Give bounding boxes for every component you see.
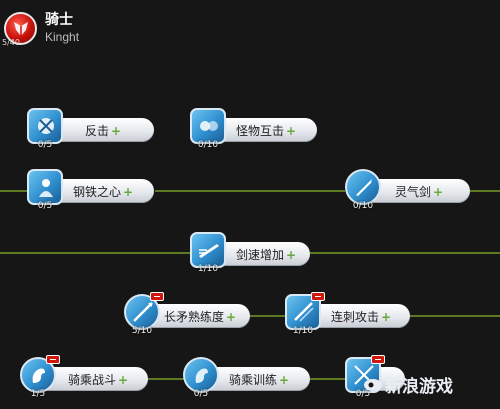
connector-line — [148, 378, 186, 380]
sina-logo-icon — [362, 372, 384, 394]
skill-pill: 反击+ — [45, 118, 154, 142]
skill-level: 1/10 — [292, 326, 314, 336]
learnable-badge-icon — [150, 292, 164, 301]
connector-line — [250, 315, 285, 317]
add-point-button[interactable]: + — [433, 185, 444, 199]
skill-sword-speed[interactable]: 剑速增加+ 1/10 — [190, 232, 310, 274]
skill-pill: 长矛熟练度+ — [142, 304, 250, 328]
connector-line — [410, 315, 500, 317]
spear-mastery-icon — [124, 294, 160, 330]
skill-spear-mastery[interactable]: 长矛熟练度+ 5/10 — [124, 292, 250, 336]
add-point-button[interactable]: + — [226, 310, 237, 324]
skill-level: 0/10 — [352, 201, 374, 211]
skill-pill: 钢铁之心+ — [45, 179, 154, 203]
counter-icon — [27, 108, 63, 144]
skill-pill: 灵气剑+ — [363, 179, 470, 203]
skill-iron-heart[interactable]: 钢铁之心+ 0/5 — [27, 169, 154, 211]
riding-training-icon — [183, 357, 219, 393]
class-subtitle: Kinght — [45, 30, 80, 44]
class-points: 5/40 — [2, 38, 20, 47]
iron-heart-icon — [27, 169, 63, 205]
skill-thrust-attack[interactable]: 连刺攻击+ 1/10 — [285, 292, 410, 336]
connector-line — [310, 252, 500, 254]
skill-level: 5/10 — [131, 326, 153, 336]
skill-riding-training[interactable]: 骑乘训练+ 0/5 — [183, 357, 310, 399]
learnable-badge-icon — [46, 355, 60, 364]
connector-line — [470, 190, 500, 192]
add-point-button[interactable]: + — [381, 310, 392, 324]
connector-line — [0, 190, 27, 192]
watermark-text: 新浪游戏 — [385, 377, 453, 397]
connector-line — [155, 190, 345, 192]
connector-line — [310, 378, 345, 380]
skill-pill: 骑乘战斗+ — [38, 367, 148, 391]
sword-speed-icon — [190, 232, 226, 268]
add-point-button[interactable]: + — [111, 124, 122, 138]
knight-emblem-icon — [4, 12, 37, 45]
skill-name: 骑乘战斗 — [68, 373, 117, 387]
skill-level: 1/5 — [30, 389, 46, 399]
skill-level: 0/5 — [37, 201, 53, 211]
add-point-button[interactable]: + — [286, 248, 297, 262]
connector-line — [0, 252, 190, 254]
skill-name: 钢铁之心 — [73, 185, 122, 199]
skill-pill: 骑乘训练+ — [201, 367, 310, 391]
learnable-badge-icon — [311, 292, 325, 301]
skill-name: 连刺攻击 — [331, 310, 380, 324]
add-point-button[interactable]: + — [279, 373, 290, 387]
class-header: 5/40 骑士 Kinght — [0, 0, 500, 58]
add-point-button[interactable]: + — [286, 124, 297, 138]
skill-level: 0/5 — [193, 389, 209, 399]
skill-mounted-combat[interactable]: 骑乘战斗+ 1/5 — [20, 355, 148, 399]
skill-counter[interactable]: 反击+ 0/5 — [27, 108, 154, 150]
skill-name: 怪物互击 — [236, 124, 285, 138]
monster-strike-icon — [190, 108, 226, 144]
skill-pill: 怪物互击+ — [208, 118, 317, 142]
class-title: 骑士 — [45, 12, 73, 28]
skill-sword[interactable]: 0/5 — [345, 355, 405, 399]
aura-sword-icon — [345, 169, 381, 205]
skill-level: 0/10 — [197, 140, 219, 150]
add-point-button[interactable]: + — [123, 185, 134, 199]
add-point-button[interactable]: + — [118, 373, 129, 387]
skill-aura-sword[interactable]: 灵气剑+ 0/10 — [345, 169, 470, 211]
skill-level: 1/10 — [197, 264, 219, 274]
skill-name: 骑乘训练 — [229, 373, 278, 387]
skill-name: 灵气剑 — [395, 185, 432, 199]
skill-level: 0/5 — [37, 140, 53, 150]
learnable-badge-icon — [371, 355, 385, 364]
skill-name: 剑速增加 — [236, 248, 285, 262]
skill-level: 0/5 — [355, 389, 371, 399]
skill-name: 反击 — [85, 124, 110, 138]
skill-name: 长矛熟练度 — [164, 310, 225, 324]
skill-monster-strike[interactable]: 怪物互击+ 0/10 — [190, 108, 317, 150]
